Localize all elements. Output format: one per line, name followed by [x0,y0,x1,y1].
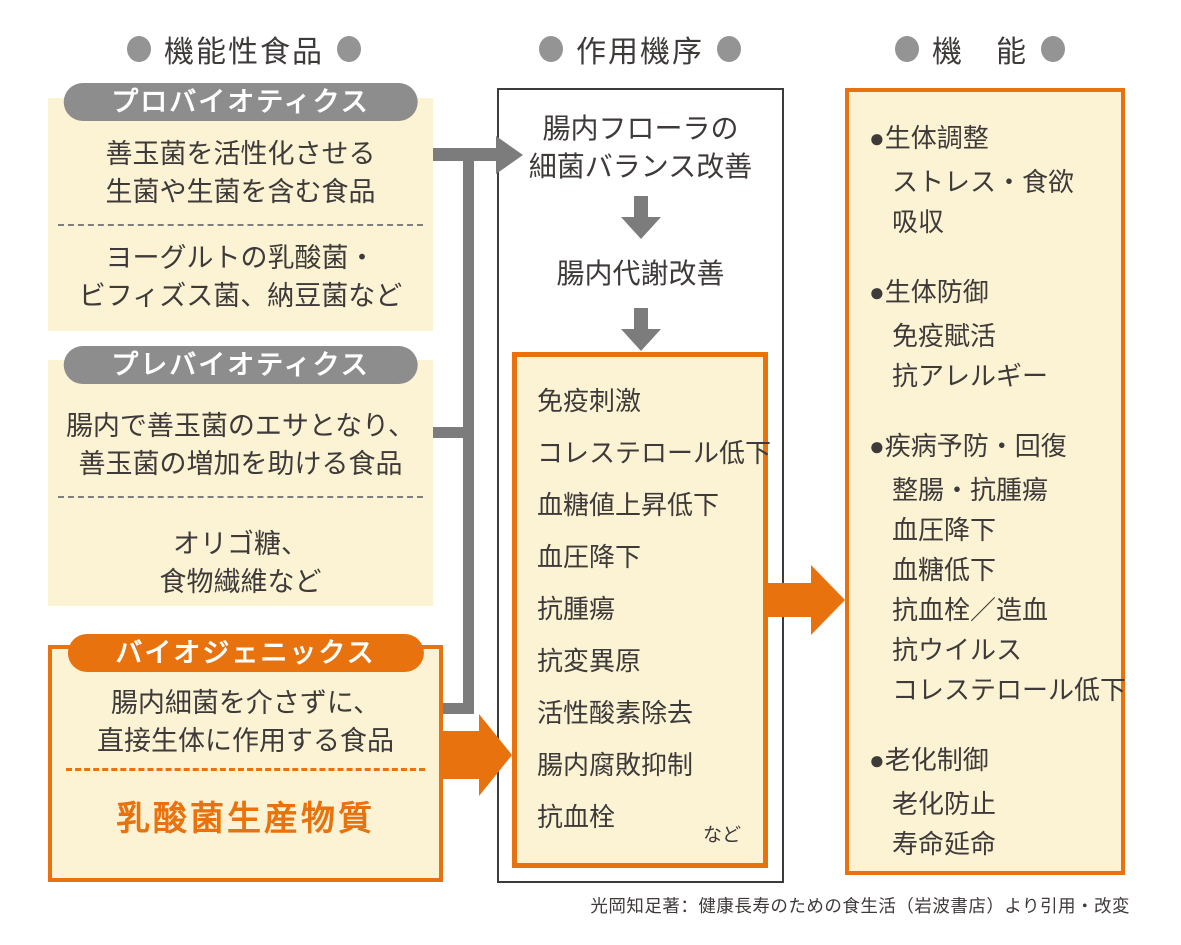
section-title: ●疾病予防・回復 [869,431,1067,461]
section-title: ●老化制御 [869,745,989,775]
prebiotics-desc-line1: 腸内で善玉菌のエサとなり、 [65,411,416,441]
mechanism-step1-line1: 腸内フローラの [542,113,739,144]
probiotics-description: 善玉菌を活性化させる 生菌や生菌を含む食品 [48,98,433,211]
dashed-divider-orange [66,768,425,771]
orange-arrowhead-icon [479,714,512,796]
effect-item: 活性酸素除去 [537,698,694,728]
header-mechanism-label: 作用機序 [576,36,704,69]
down-arrow-icon [620,196,661,239]
source-caption: 光岡知足著：健康長寿のための食生活（岩波書店）より引用・改変 [590,896,1130,916]
biogenics-desc-line1: 腸内細菌を介さずに、 [110,688,381,718]
function-item: 老化防止 [892,789,997,819]
gray-arrowhead-icon [496,136,523,174]
prebiotics-description: 腸内で善玉菌のエサとなり、 善玉菌の増加を助ける食品 [48,360,433,483]
collector-vertical-line [463,148,474,714]
prebiotics-example-line1: オリゴ糖、 [173,529,308,559]
dashed-divider [58,496,423,498]
mechanism-step1: 腸内フローラの 細菌バランス改善 [499,90,782,186]
section-title: ●生体調整 [869,123,989,153]
probiotics-box: プロバイオティクス 善玉菌を活性化させる 生菌や生菌を含む食品 ヨーグルトの乳酸… [48,83,433,331]
probiotics-example-line2: ビフィズス菌、納豆菌など [78,281,403,311]
function-item: 抗ウイルス [892,635,1023,665]
down-arrow-icon [620,308,661,351]
prebiotics-badge: プレバイオティクス [63,346,418,384]
biogenics-gray-connector-line [443,703,464,714]
effect-item: 抗血栓 [537,802,616,832]
mechanism-step1-line2: 細菌バランス改善 [528,151,753,182]
header-mechanism: 作用機序 [539,27,741,71]
function-section-defense: ●生体防御 免疫賦活 抗アレルギー [869,272,1121,396]
probiotics-desc-line2: 生菌や生菌を含む食品 [105,177,376,207]
probiotics-badge: プロバイオティクス [63,83,418,121]
circle-icon [1041,36,1065,62]
prebiotics-examples: オリゴ糖、 食物繊維など [48,525,433,601]
probiotics-example-line1: ヨーグルトの乳酸菌・ [105,243,376,273]
prebiotics-example-line2: 食物繊維など [159,567,322,597]
effect-item: コレステロール低下 [537,438,772,468]
circle-icon [127,36,151,62]
function-item: 抗血栓／造血 [892,595,1049,625]
circle-icon [337,36,361,62]
effect-item: 抗変異原 [537,646,642,676]
effect-item: 腸内腐敗抑制 [537,750,694,780]
function-section-aging-control: ●老化制御 老化防止 寿命延命 [869,740,1121,864]
mechanism-to-functions-arrow-shaft [768,583,811,617]
effect-item: 抗腫瘍 [537,594,616,624]
section-title: ●生体防御 [869,277,989,307]
biogenics-box: バイオジェニックス 腸内細菌を介さずに、 直接生体に作用する食品 乳酸菌生産物質 [48,634,443,882]
function-item: 免疫賦活 [892,321,997,351]
function-item: 抗アレルギー [892,361,1049,391]
biogenics-description: 腸内細菌を介さずに、 直接生体に作用する食品 [52,649,439,760]
effect-item: 免疫刺激 [537,386,642,416]
function-section-regulation: ●生体調整 ストレス・食欲 吸収 [869,118,1121,242]
dashed-divider [58,224,423,226]
function-item: 血糖低下 [892,555,997,585]
function-item: 整腸・抗腫瘍 [892,475,1049,505]
function-section-disease-prevention: ●疾病予防・回復 整腸・抗腫瘍 血圧降下 血糖低下 抗血栓／造血 抗ウイルス コ… [869,426,1127,710]
function-item: コレステロール低下 [892,675,1127,705]
prebiotics-desc-line2: 善玉菌の増加を助ける食品 [78,449,403,479]
etc-label: など [702,825,741,846]
effect-item: 血糖値上昇低下 [537,490,720,520]
function-item: ストレス・食欲 [892,167,1075,197]
lactic-acid-bacteria-product-label: 乳酸菌生産物質 [116,800,375,838]
function-item: 血圧降下 [892,515,997,545]
header-function: 機 能 [895,27,1065,71]
circle-icon [895,36,919,62]
effect-item: 血圧降下 [537,542,642,572]
prebiotics-connector-line [433,427,464,438]
header-functional-foods: 機能性食品 [127,27,361,71]
circle-icon [539,36,563,62]
orange-arrowhead-icon [811,565,845,635]
header-function-label: 機 能 [932,36,1028,69]
circle-icon [717,36,741,62]
biogenics-arrow-shaft [443,731,479,779]
biogenics-badge: バイオジェニックス [67,634,424,672]
prebiotics-box: プレバイオティクス 腸内で善玉菌のエサとなり、 善玉菌の増加を助ける食品 オリゴ… [48,346,433,606]
mechanism-box: 腸内フローラの 細菌バランス改善 腸内代謝改善 免疫刺激 コレステロール低下 血… [497,88,784,883]
mechanism-step2: 腸内代謝改善 [556,258,725,289]
probiotics-desc-line1: 善玉菌を活性化させる [105,139,376,169]
effects-box: 免疫刺激 コレステロール低下 血糖値上昇低下 血圧降下 抗腫瘍 抗変異原 活性酸… [512,352,772,868]
functions-box: ●生体調整 ストレス・食欲 吸収 ●生体防御 免疫賦活 抗アレルギー ●疾病予防… [845,88,1127,875]
header-functional-foods-label: 機能性食品 [164,36,324,69]
biogenics-desc-line2: 直接生体に作用する食品 [97,726,394,756]
function-item: 寿命延命 [892,829,997,859]
probiotics-examples: ヨーグルトの乳酸菌・ ビフィズス菌、納豆菌など [48,239,433,315]
function-item: 吸収 [892,207,945,237]
